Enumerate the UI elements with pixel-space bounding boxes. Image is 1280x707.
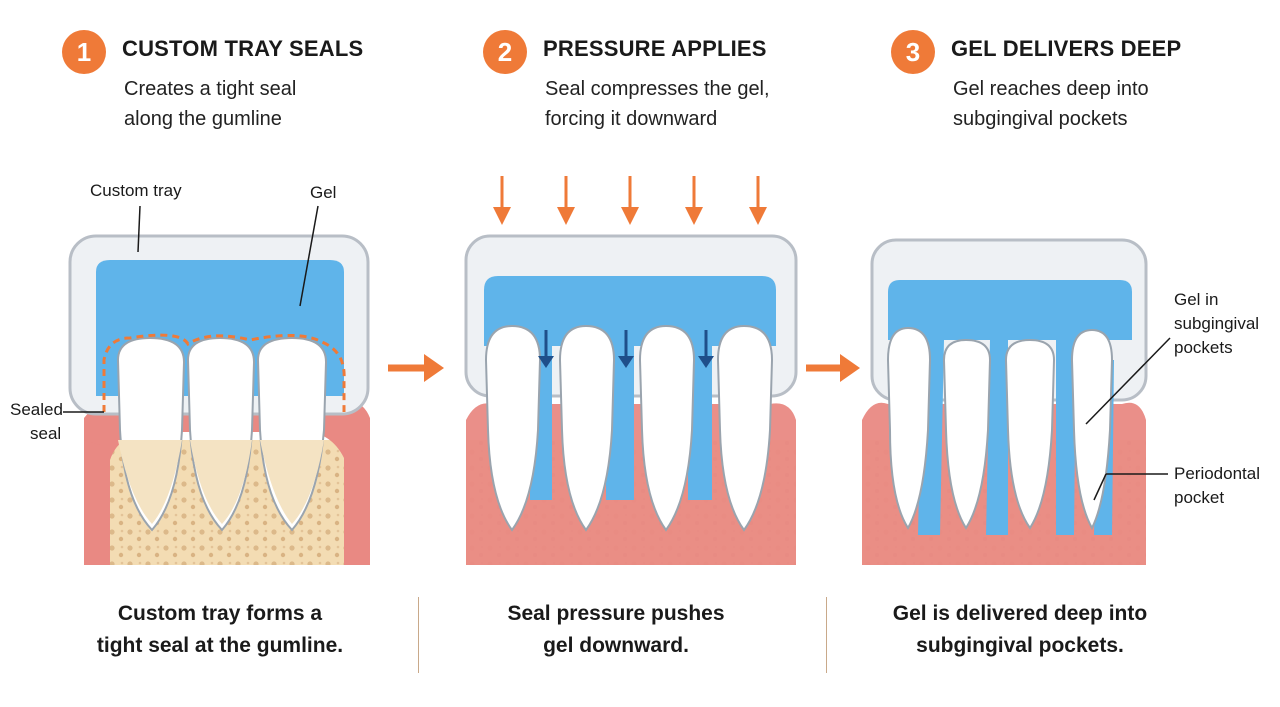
step-3-number: 3 — [905, 36, 921, 67]
step-1-caption: Custom tray forms a tight seal at the gu… — [60, 598, 380, 662]
label-sealed-seal: Sealed seal — [10, 398, 63, 446]
step-1-caption-line2: tight seal at the gumline. — [96, 634, 344, 657]
step-1-subtitle-line1: Creates a tight seal — [124, 78, 297, 100]
step-1-caption-line1: Custom tray forms a — [117, 602, 323, 625]
step-3-subtitle-line1: Gel reaches deep into — [953, 78, 1149, 100]
step-3-caption-line1: Gel is delivered deep into — [892, 602, 1148, 625]
label-gel-in-pockets: Gel in subgingival pockets — [1174, 288, 1259, 360]
step-3-caption: Gel is delivered deep into subgingival p… — [860, 598, 1180, 662]
divider-2 — [826, 597, 827, 673]
divider-1 — [418, 597, 419, 673]
step-1-subtitle-line2: along the gumline — [124, 108, 282, 130]
label-custom-tray: Custom tray — [90, 181, 182, 200]
step-2-caption-line1: Seal pressure pushes — [507, 602, 725, 625]
step-3-caption-line2: subgingival pockets. — [916, 634, 1124, 657]
step-2-caption: Seal pressure pushes gel downward. — [456, 598, 776, 662]
pressure-arrows — [493, 176, 767, 225]
panel-1-illustration — [63, 205, 370, 565]
label-periodontal-line1: Periodontal — [1174, 464, 1261, 483]
step-1-title: CUSTOM TRAY SEALS — [122, 36, 364, 61]
step-3-subtitle: Gel reaches deep into subgingival pocket… — [953, 74, 1253, 134]
label-sealed-seal-line2: seal — [30, 424, 62, 443]
gum — [84, 402, 370, 565]
step-3-badge: 3 — [891, 30, 935, 74]
label-sealed-seal-line1: Sealed — [10, 400, 63, 419]
label-periodontal-line2: pocket — [1174, 488, 1225, 507]
step-3-title: GEL DELIVERS DEEP — [951, 36, 1182, 61]
step-1-number: 1 — [76, 36, 92, 67]
step-2-subtitle-line1: Seal compresses the gel, — [545, 78, 770, 100]
step-3-subtitle-line2: subgingival pockets — [953, 108, 1128, 130]
panel-3-illustration — [862, 238, 1171, 565]
step-2-subtitle: Seal compresses the gel, forcing it down… — [545, 74, 845, 134]
step-2-title: PRESSURE APPLIES — [543, 36, 767, 61]
step-2-badge: 2 — [483, 30, 527, 74]
step-1-subtitle: Creates a tight seal along the gumline — [124, 74, 424, 134]
step-2-subtitle-line2: forcing it downward — [545, 108, 718, 130]
label-gel-in-pockets-line2: subgingival — [1174, 314, 1260, 333]
step-2-caption-line2: gel downward. — [543, 634, 689, 657]
panel-2-illustration — [464, 176, 798, 565]
label-gel: Gel — [310, 183, 337, 202]
label-gel-in-pockets-line1: Gel in — [1174, 290, 1219, 309]
step-1-badge: 1 — [62, 30, 106, 74]
label-gel-in-pockets-line3: pockets — [1174, 338, 1233, 357]
label-periodontal-pocket: Periodontal pocket — [1174, 462, 1260, 510]
step-2-number: 2 — [497, 36, 513, 67]
seal-dashed-line — [102, 333, 346, 412]
